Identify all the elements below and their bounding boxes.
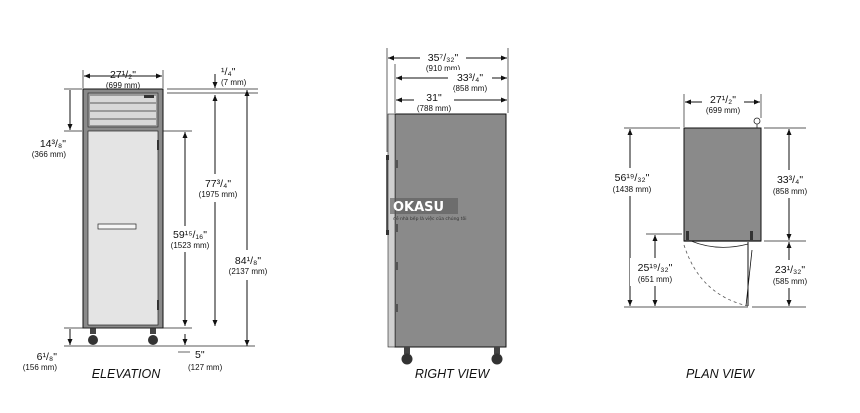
open-door-handle (745, 249, 753, 307)
elevation-width-imperial: 27¹/₂" (110, 69, 136, 81)
hinge (686, 231, 689, 240)
caster-wheel (88, 335, 98, 345)
elevation-label: ELEVATION (92, 367, 162, 381)
door-swing-left-imperial: 25¹⁹/₃₂" (638, 262, 673, 274)
door-height-metric: (1975 mm) (199, 190, 238, 199)
plan-width-imperial: 27¹/₂" (710, 94, 736, 106)
plan-cabinet-depth-metric: (858 mm) (773, 187, 808, 196)
caster-height-imperial: 6¹/₈" (37, 351, 58, 363)
floor-gap-imperial: 5" (195, 349, 205, 361)
okasu-watermark: OKASU đề nhà bếp là việc của chúng tôi (390, 198, 466, 222)
plan-total-depth-imperial: 56¹⁹/₃₂" (615, 172, 650, 184)
hinge (750, 231, 753, 240)
door-bottom-curve (690, 240, 749, 248)
panel-vent (90, 120, 156, 125)
top-gap-imperial: ¹/₄" (221, 66, 236, 78)
door-height-imperial: 77³/₄" (205, 178, 231, 190)
plan-width-metric: (699 mm) (706, 106, 741, 115)
door-swing-right-metric: (585 mm) (773, 277, 808, 286)
handle-height-imperial: 59¹⁵/₁₆" (173, 229, 207, 241)
cabinet-side (394, 113, 507, 348)
overall-depth-imperial: 35⁷/₃₂" (428, 52, 459, 64)
door-swing-right-imperial: 23¹/₃₂" (775, 264, 805, 276)
panel-vent (90, 112, 156, 118)
watermark-logo: OKASU (393, 200, 444, 215)
panel-vent (90, 96, 156, 102)
caster-wheel (148, 335, 158, 345)
cabinet-top (683, 127, 762, 242)
top-gap-metric: (7 mm) (221, 78, 247, 87)
right-view: OKASU đề nhà bếp là việc của chúng tôi 3… (386, 48, 509, 381)
elevation-view: 27¹/₂" (699 mm) ¹/₄" (7 mm) 14³/₈" (366 … (23, 66, 272, 381)
caster-height-metric: (156 mm) (23, 363, 58, 372)
plan-cabinet-depth-imperial: 33³/₄" (777, 174, 803, 186)
door-handle (97, 223, 137, 230)
overall-depth-metric: (910 mm) (426, 64, 461, 73)
overall-height-metric: (2137 mm) (229, 267, 268, 276)
door-swing-arc (683, 244, 749, 307)
cord-connector (753, 117, 761, 125)
panel-vent (90, 104, 156, 110)
depth-with-handle-imperial: 33³/₄" (457, 72, 483, 84)
panel-height-metric: (366 mm) (32, 150, 67, 159)
caster-stem (150, 328, 156, 334)
cabinet-depth-imperial: 31" (426, 92, 442, 104)
handle-height-metric: (1523 mm) (171, 241, 210, 250)
plan-view-label: PLAN VIEW (686, 367, 755, 381)
watermark-tagline: đề nhà bếp là việc của chúng tôi (393, 214, 466, 222)
elevation-width-metric: (699 mm) (106, 81, 141, 90)
caster-stem (90, 328, 96, 334)
door-swing-left-metric: (651 mm) (638, 275, 673, 284)
plan-view: 27¹/₂" (699 mm) 56¹⁹/₃₂" (1438 mm) 25¹⁹/… (606, 92, 816, 381)
control-display (144, 95, 154, 98)
caster-wheel (401, 353, 413, 365)
right-view-label: RIGHT VIEW (415, 367, 491, 381)
overall-height-imperial: 84¹/₈" (235, 255, 261, 267)
depth-with-handle-metric: (858 mm) (453, 84, 488, 93)
door-edge (387, 113, 396, 348)
panel-height-imperial: 14³/₈" (40, 138, 66, 150)
plan-total-depth-metric: (1438 mm) (613, 185, 652, 194)
floor-gap-metric: (127 mm) (188, 363, 223, 372)
caster-wheel (491, 353, 503, 365)
cabinet-depth-metric: (788 mm) (417, 104, 452, 113)
